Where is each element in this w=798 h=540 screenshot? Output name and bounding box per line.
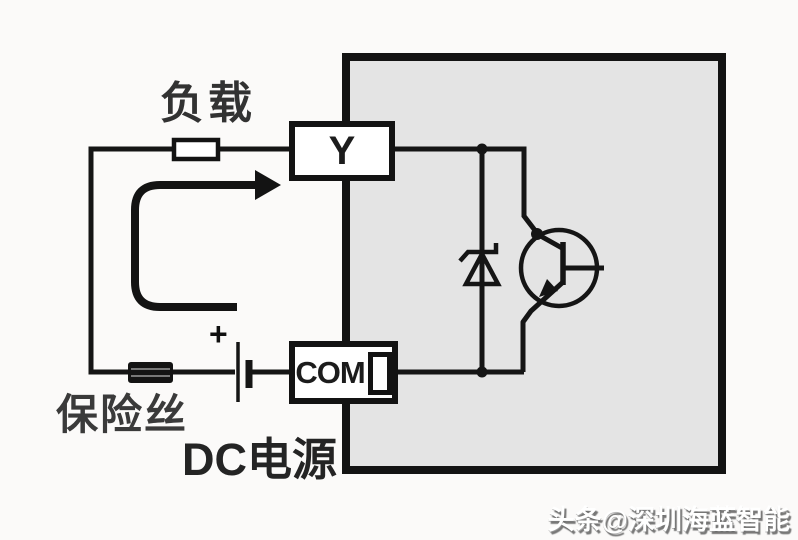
current-direction-arrow-icon bbox=[131, 170, 281, 311]
npn-transistor-icon bbox=[518, 227, 604, 372]
terminal-com-label: COM bbox=[295, 354, 365, 390]
terminal-box-com: COM bbox=[289, 341, 398, 404]
junction-dot bbox=[476, 143, 488, 155]
zener-diode-icon bbox=[458, 149, 502, 372]
dc-power-label: DC电源 bbox=[182, 434, 337, 485]
watermark-text: 头条@深圳海蓝智能 bbox=[547, 505, 790, 535]
emitter-arrow-icon bbox=[539, 279, 558, 297]
com-number-placeholder-icon bbox=[367, 352, 392, 395]
y-internal-wire bbox=[395, 146, 539, 235]
load-resistor-icon bbox=[171, 137, 221, 162]
fuse-icon bbox=[128, 362, 173, 383]
plc-enclosure-box bbox=[342, 53, 726, 474]
plus-polarity-label: + bbox=[209, 316, 228, 352]
junction-dot bbox=[476, 366, 488, 378]
terminal-y-label: Y bbox=[328, 128, 356, 173]
fuse-label: 保险丝 bbox=[56, 391, 189, 438]
junction-dot bbox=[531, 228, 543, 240]
load-label: 负载 bbox=[160, 79, 256, 128]
battery-icon bbox=[236, 342, 253, 402]
terminal-box-y: Y bbox=[289, 121, 395, 181]
